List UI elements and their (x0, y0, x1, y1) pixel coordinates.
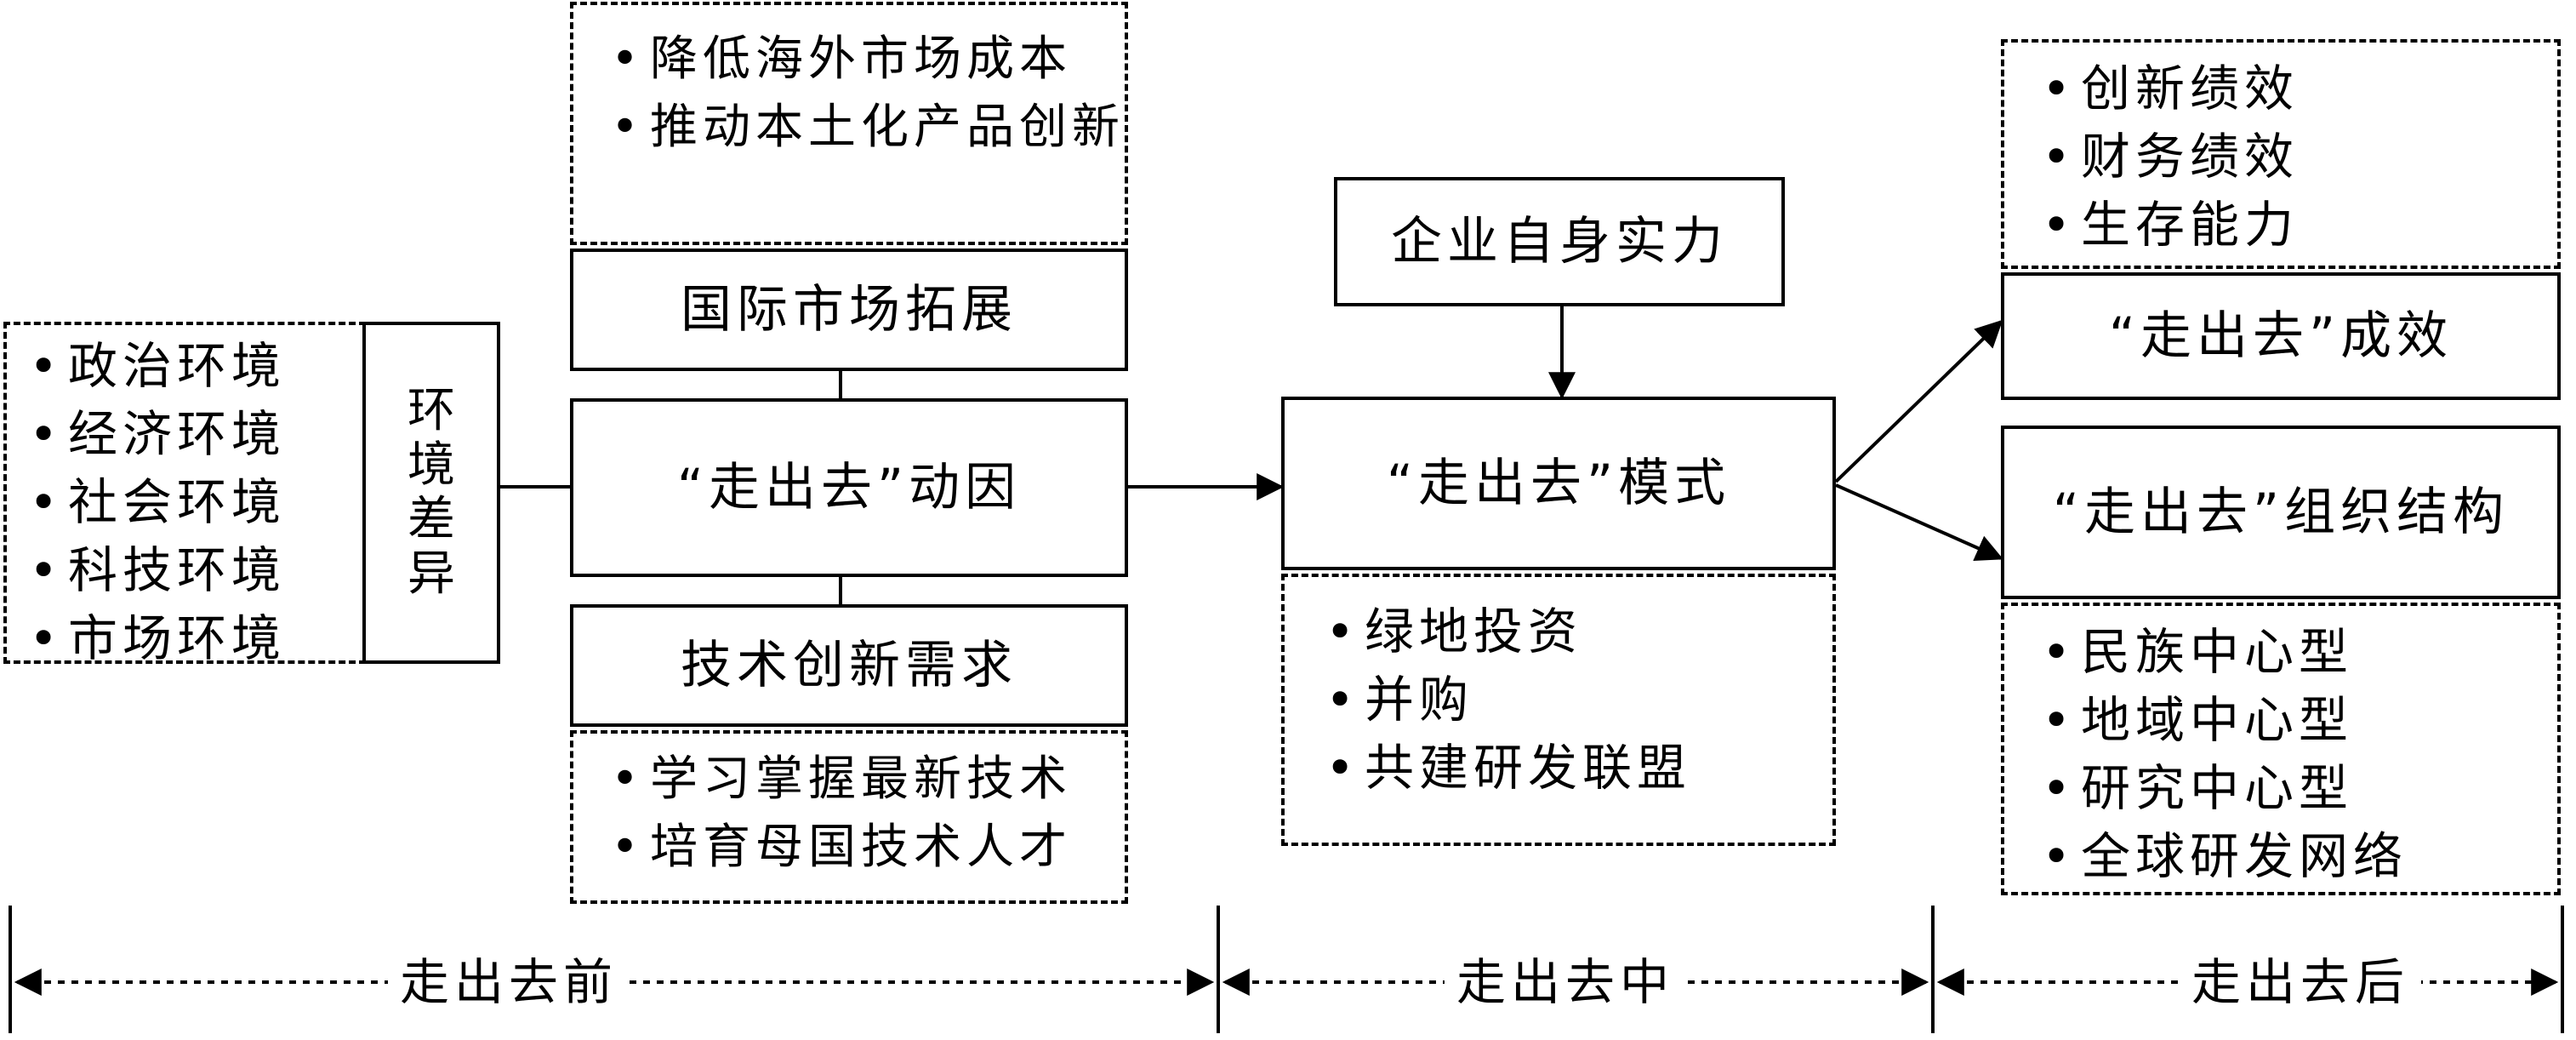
mode-box: “走出去”模式 (1281, 397, 1836, 570)
structure-box: “走出去”组织结构 (2001, 426, 2561, 599)
environment-list: 政治环境经济环境社会环境科技环境市场环境 (22, 332, 362, 672)
mode-options-box: 绿地投资并购共建研发联盟 (1281, 574, 1836, 846)
motive-box: “走出去”动因 (570, 398, 1128, 577)
environment-item: 政治环境 (22, 332, 362, 400)
structure-type-item: 民族中心型 (2035, 618, 2557, 686)
performance-item: 创新绩效 (2035, 54, 2557, 123)
performance-item: 财务绩效 (2035, 123, 2557, 191)
strength-label: 企业自身实力 (1391, 212, 1728, 271)
performance-item: 生存能力 (2035, 191, 2557, 259)
structure-type-item: 全球研发网络 (2035, 822, 2557, 890)
tech-benefit-item: 学习掌握最新技术 (604, 746, 1125, 814)
mode-option-item: 并购 (1319, 666, 1832, 734)
tech-demand-box: 技术创新需求 (570, 604, 1128, 727)
mode-option-item: 绿地投资 (1319, 597, 1832, 666)
environment-list-box: 政治环境经济环境社会环境科技环境市场环境 (3, 322, 366, 672)
market-benefits-list: 降低海外市场成本推动本土化产品创新 (604, 26, 1125, 162)
structure-types-box: 民族中心型地域中心型研究中心型全球研发网络 (2001, 603, 2561, 895)
arrow-mode-effect (1834, 319, 2003, 483)
environment-item: 社会环境 (22, 468, 362, 536)
structure-label: “走出去”组织结构 (2052, 483, 2510, 542)
tech-benefits-list: 学习掌握最新技术培育母国技术人才 (604, 746, 1125, 882)
tech-benefit-item: 培育母国技术人才 (604, 814, 1125, 882)
structure-type-item: 研究中心型 (2035, 754, 2557, 822)
market-benefit-item: 降低海外市场成本 (604, 26, 1125, 94)
environment-item: 市场环境 (22, 604, 362, 672)
performance-list: 创新绩效财务绩效生存能力 (2035, 54, 2557, 259)
environment-difference-label: 环境差异 (407, 383, 455, 602)
structure-type-item: 地域中心型 (2035, 686, 2557, 754)
market-benefits-box: 降低海外市场成本推动本土化产品创新 (570, 2, 1128, 245)
tech-demand-label: 技术创新需求 (681, 636, 1017, 695)
mode-options-list: 绿地投资并购共建研发联盟 (1319, 597, 1832, 802)
motive-label: “走出去”动因 (676, 458, 1022, 517)
effect-label: “走出去”成效 (2108, 306, 2453, 366)
effect-box: “走出去”成效 (2001, 272, 2561, 400)
phase-label-after: 走出去后 (2180, 952, 2422, 1012)
market-benefit-item: 推动本土化产品创新 (604, 94, 1125, 162)
environment-item: 经济环境 (22, 400, 362, 468)
phase-label-during: 走出去中 (1445, 952, 1687, 1012)
strength-box: 企业自身实力 (1334, 177, 1785, 306)
phase-label-before: 走出去前 (388, 952, 630, 1012)
environment-item: 科技环境 (22, 536, 362, 604)
market-expansion-label: 国际市场拓展 (681, 280, 1017, 340)
mode-label: “走出去”模式 (1386, 454, 1731, 513)
performance-box: 创新绩效财务绩效生存能力 (2001, 39, 2561, 269)
tech-benefits-box: 学习掌握最新技术培育母国技术人才 (570, 730, 1128, 904)
environment-difference-box: 环境差异 (362, 322, 500, 664)
market-expansion-box: 国际市场拓展 (570, 249, 1128, 371)
structure-types-list: 民族中心型地域中心型研究中心型全球研发网络 (2035, 618, 2557, 890)
arrow-mode-structure (1835, 483, 2003, 561)
mode-option-item: 共建研发联盟 (1319, 734, 1832, 802)
